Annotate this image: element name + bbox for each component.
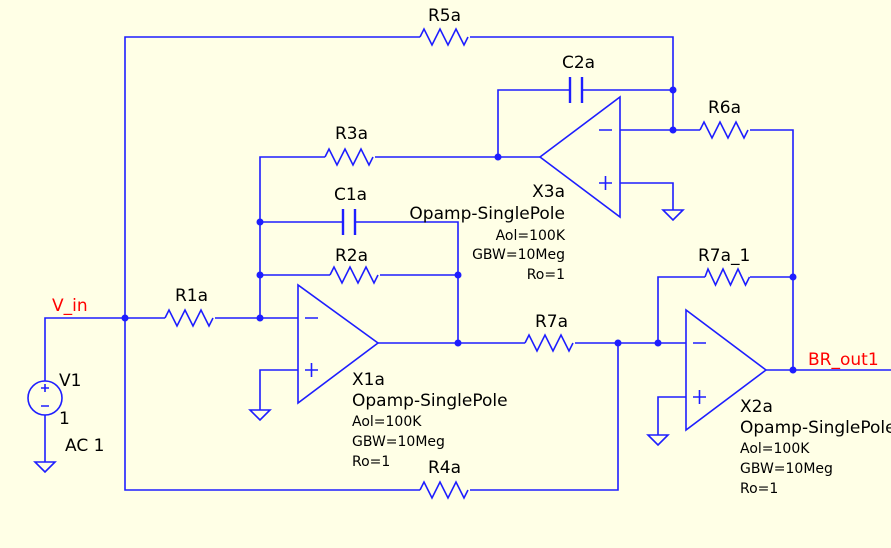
ground-icon [661, 209, 685, 222]
ground-icon [646, 434, 670, 447]
resistor-r2a[interactable] [329, 265, 379, 285]
label-r6a: R6a [708, 98, 741, 118]
label-r1a: R1a [175, 286, 208, 306]
label-r3a: R3a [335, 124, 368, 144]
net-label-vin: V_in [52, 296, 88, 316]
x3a-ro: Ro=1 [527, 267, 565, 283]
x1a-gbw: GBW=10Meg [352, 434, 445, 450]
x1a-aol: Aol=100K [352, 414, 422, 430]
x2a-model: Opamp-SinglePole [740, 418, 891, 438]
source-name: V1 [59, 371, 81, 391]
capacitor-c2a[interactable] [568, 77, 584, 103]
x2a-ro: Ro=1 [740, 481, 778, 497]
opamp-x2a[interactable] [685, 308, 768, 432]
x3a-gbw: GBW=10Meg [472, 247, 565, 263]
x3a-aol: Aol=100K [496, 228, 566, 244]
label-c2a: C2a [562, 53, 595, 73]
resistor-r3a[interactable] [324, 147, 374, 167]
resistor-r4a[interactable] [419, 480, 469, 500]
capacitor-c1a[interactable] [341, 209, 357, 235]
source-value: 1 [59, 409, 70, 429]
resistor-r7a[interactable] [524, 333, 574, 353]
x3a-model: Opamp-SinglePole [409, 204, 565, 224]
wires [44, 36, 891, 491]
label-c1a: C1a [334, 185, 367, 205]
x2a-name: X2a [740, 397, 773, 417]
resistor-r1a[interactable] [164, 308, 214, 328]
label-r5a: R5a [428, 6, 461, 26]
x1a-name: X1a [352, 370, 385, 390]
resistor-r5a[interactable] [419, 27, 469, 47]
source-ac: AC 1 [65, 436, 104, 456]
ground-icon [248, 409, 272, 422]
x2a-gbw: GBW=10Meg [740, 461, 833, 477]
ground-icon [33, 461, 57, 474]
label-r2a: R2a [335, 246, 368, 266]
resistors [164, 27, 751, 500]
net-label-output: BR_out1 [808, 350, 879, 370]
x2a-aol: Aol=100K [740, 441, 810, 457]
x1a-model: Opamp-SinglePole [352, 391, 508, 411]
label-r4a: R4a [428, 458, 461, 478]
opamp-x3a[interactable] [538, 95, 621, 219]
voltage-source-v1[interactable] [27, 380, 63, 416]
junction-dots [121, 86, 797, 374]
resistor-r7a-1[interactable] [704, 266, 751, 287]
x1a-ro: Ro=1 [352, 454, 390, 470]
x3a-name: X3a [532, 182, 565, 202]
label-r7a: R7a [535, 312, 568, 332]
label-r7a-1: R7a_1 [698, 246, 750, 266]
resistor-r6a[interactable] [699, 120, 749, 140]
opamp-x1a[interactable] [297, 283, 380, 405]
